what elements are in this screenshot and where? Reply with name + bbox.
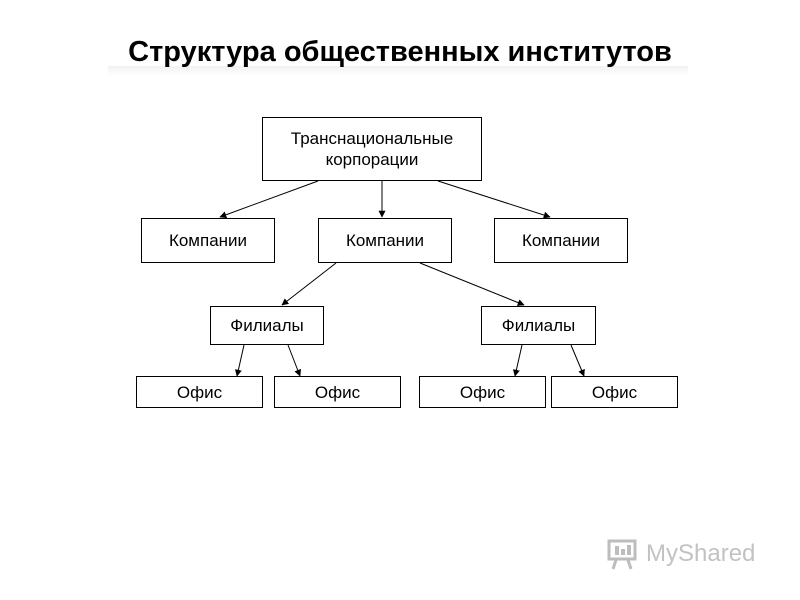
arrow-branch2-office-4 bbox=[570, 344, 585, 377]
node-company-2: Компании bbox=[318, 218, 452, 263]
node-office-4: Офис bbox=[551, 376, 678, 408]
node-tnc: Транснациональные корпорации bbox=[262, 117, 482, 181]
node-company-1: Компании bbox=[141, 218, 275, 263]
arrow-branch1-office-1 bbox=[234, 344, 245, 377]
arrow-branch2-office-3 bbox=[512, 344, 523, 377]
node-office-3: Офис bbox=[419, 376, 546, 408]
node-office-2: Офис bbox=[274, 376, 401, 408]
node-branch-1: Филиалы bbox=[210, 306, 324, 345]
watermark-text: MyShared bbox=[646, 540, 756, 567]
watermark: MyShared bbox=[606, 536, 755, 572]
arrow-tnc-company-1 bbox=[219, 180, 319, 219]
arrow-tnc-company-3 bbox=[437, 180, 551, 219]
page-title: Структура общественных институтов bbox=[128, 36, 672, 68]
node-office-1: Офис bbox=[136, 376, 263, 408]
node-company-3: Компании bbox=[494, 218, 628, 263]
node-branch-2: Филиалы bbox=[481, 306, 596, 345]
arrow-company-branch-1 bbox=[281, 262, 337, 306]
arrow-branch1-office-2 bbox=[287, 344, 301, 377]
title-shadow bbox=[108, 66, 688, 76]
arrow-company-branch-2 bbox=[419, 262, 525, 306]
presentation-board-icon bbox=[607, 539, 637, 570]
